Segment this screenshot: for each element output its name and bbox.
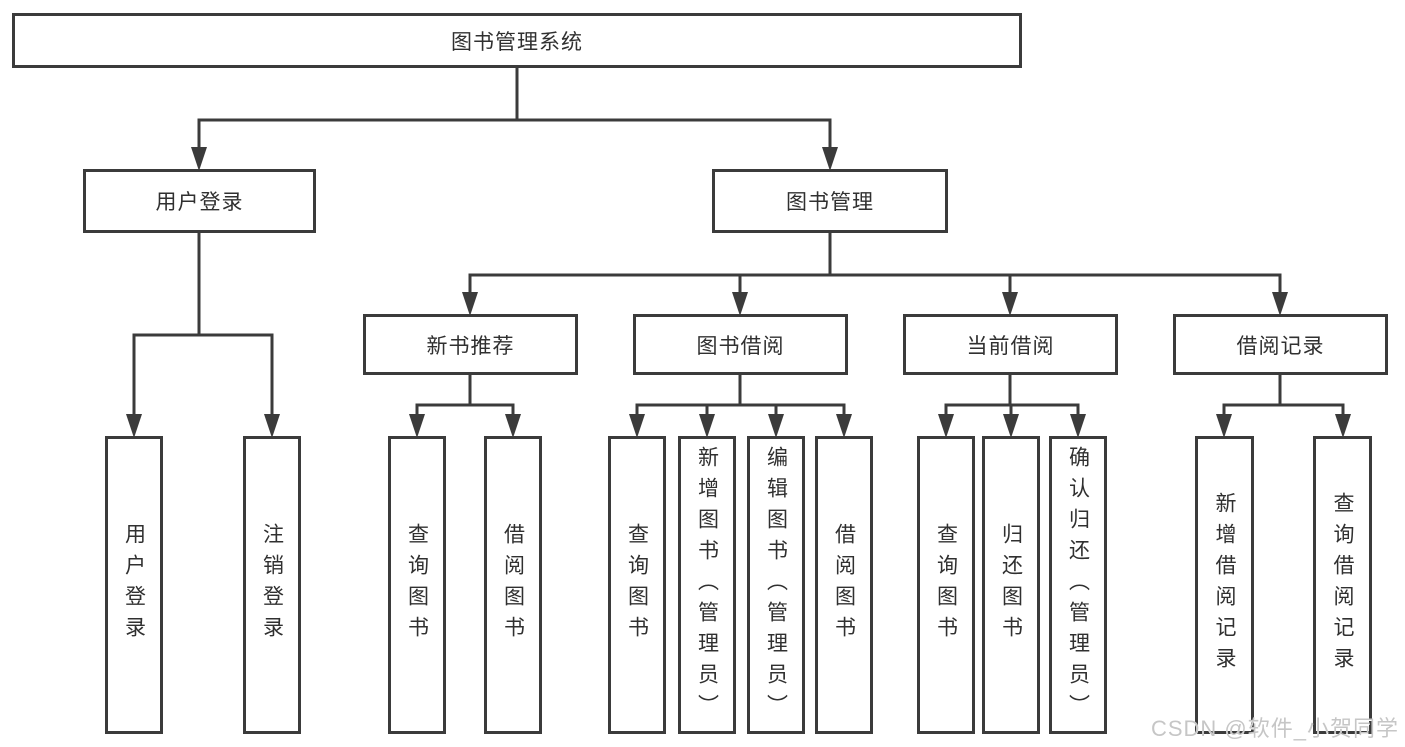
leaf-borrowing-edit-books-admin-label: 编辑图书（管理员）	[764, 445, 788, 725]
leaf-records-add-record-label: 新增借阅记录	[1213, 492, 1236, 678]
node-root-library-system: 图书管理系统	[12, 13, 1022, 68]
leaf-logout-label: 注销登录	[260, 523, 284, 647]
leaf-current-return-books: 归还图书	[982, 436, 1040, 734]
leaf-user-login: 用户登录	[105, 436, 163, 734]
node-new-book-recommend-label: 新书推荐	[426, 334, 515, 358]
node-root-label: 图书管理系统	[451, 30, 583, 54]
leaf-recommend-query-books: 查询图书	[388, 436, 446, 734]
node-current-borrowing: 当前借阅	[903, 314, 1118, 375]
leaf-current-confirm-return-admin-label: 确认归还（管理员）	[1066, 445, 1090, 725]
leaf-records-query-record: 查询借阅记录	[1313, 436, 1372, 734]
node-book-management-branch: 图书管理	[712, 169, 948, 233]
leaf-recommend-borrow-books: 借阅图书	[484, 436, 542, 734]
leaf-recommend-query-books-label: 查询图书	[405, 523, 429, 647]
leaf-records-query-record-label: 查询借阅记录	[1331, 492, 1354, 678]
leaf-borrowing-edit-books-admin: 编辑图书（管理员）	[747, 436, 805, 734]
leaf-records-add-record: 新增借阅记录	[1195, 436, 1254, 734]
csdn-watermark: CSDN @软件_小贺同学	[1150, 716, 1399, 741]
leaf-borrowing-add-books-admin-label: 新增图书（管理员）	[695, 445, 719, 725]
leaf-borrowing-add-books-admin: 新增图书（管理员）	[678, 436, 736, 734]
leaf-borrowing-borrow-books-label: 借阅图书	[832, 523, 856, 647]
node-book-borrowing-label: 图书借阅	[696, 334, 785, 358]
leaf-borrowing-query-books: 查询图书	[608, 436, 666, 734]
leaf-borrowing-query-books-label: 查询图书	[625, 523, 649, 647]
node-book-management-branch-label: 图书管理	[786, 191, 874, 214]
node-user-login-branch: 用户登录	[83, 169, 316, 233]
node-book-borrowing: 图书借阅	[633, 314, 848, 375]
leaf-current-confirm-return-admin: 确认归还（管理员）	[1049, 436, 1107, 734]
node-borrowing-records: 借阅记录	[1173, 314, 1388, 375]
leaf-recommend-borrow-books-label: 借阅图书	[501, 523, 525, 647]
leaf-current-query-books-label: 查询图书	[934, 523, 958, 647]
node-borrowing-records-label: 借阅记录	[1236, 334, 1325, 358]
leaf-current-return-books-label: 归还图书	[999, 523, 1023, 647]
node-user-login-branch-label: 用户登录	[155, 191, 244, 214]
leaf-borrowing-borrow-books: 借阅图书	[815, 436, 873, 734]
node-new-book-recommend: 新书推荐	[363, 314, 578, 375]
leaf-user-login-label: 用户登录	[122, 523, 146, 647]
node-current-borrowing-label: 当前借阅	[966, 334, 1055, 358]
leaf-current-query-books: 查询图书	[917, 436, 975, 734]
leaf-logout: 注销登录	[243, 436, 301, 734]
